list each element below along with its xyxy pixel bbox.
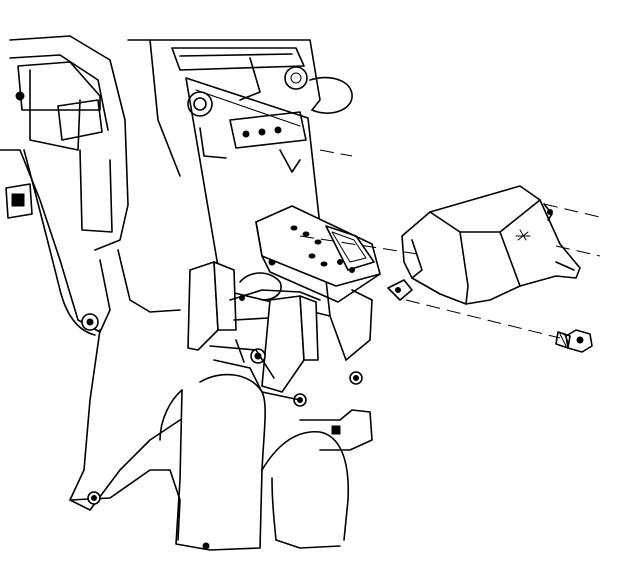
shift-lever-boot bbox=[255, 205, 381, 303]
shifter-mechanism bbox=[187, 258, 321, 401]
console-bracket bbox=[387, 185, 581, 305]
leader-lines bbox=[299, 149, 605, 339]
retaining-bolt bbox=[555, 329, 593, 353]
console-body bbox=[69, 249, 373, 551]
left-dash-panel bbox=[0, 35, 129, 336]
center-stack bbox=[127, 39, 353, 177]
